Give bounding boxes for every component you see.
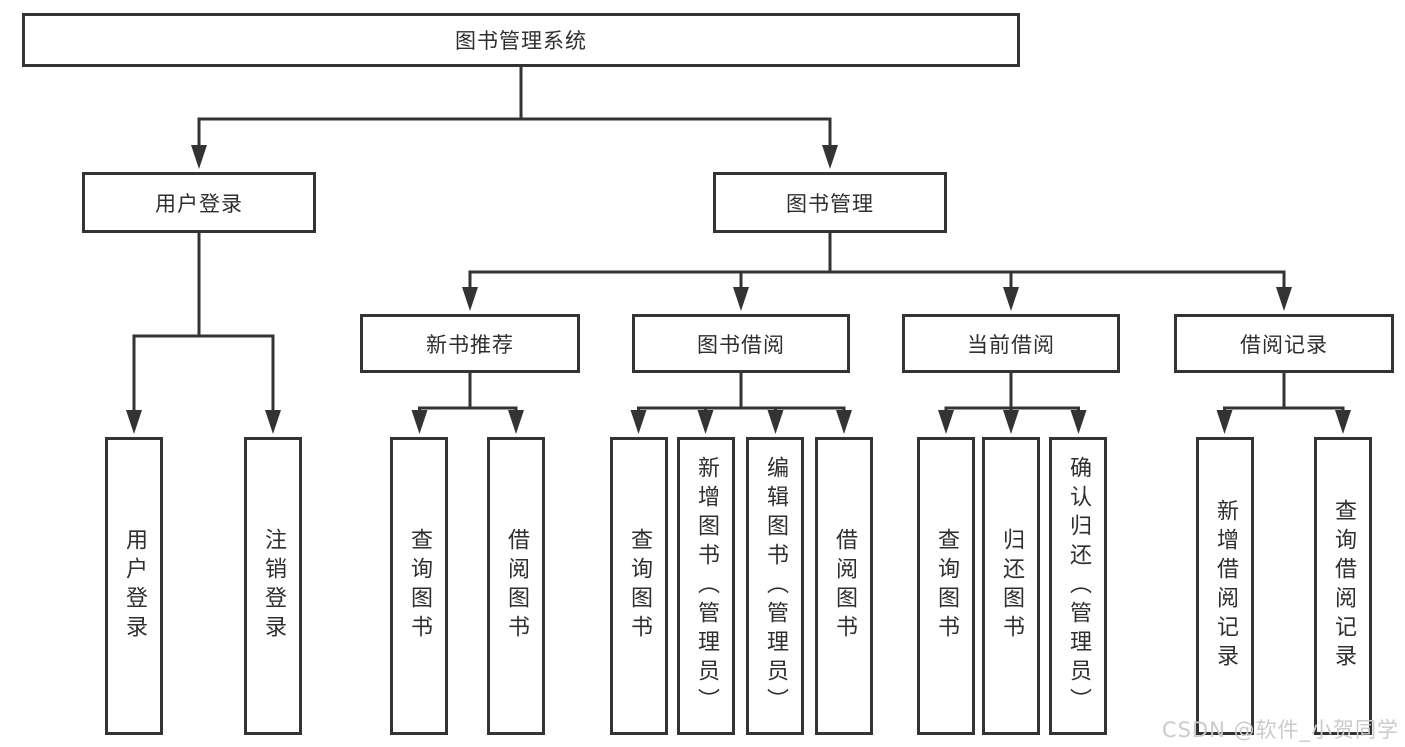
leaf-logout: 注销登录 (244, 437, 302, 735)
arrow-icon (1276, 287, 1292, 311)
arrow-icon (508, 410, 524, 434)
connector-book-borrow-to-leaves (637, 373, 846, 417)
connector-borrow-record-to-leaves (1223, 373, 1345, 417)
arrow-icon (697, 410, 714, 434)
leaf-borrow-books: 借阅图书 (815, 437, 873, 735)
leaf-label: 注销登录 (261, 528, 286, 644)
connector-user-login-to-leaves (132, 233, 275, 417)
leaf-label: 新增借阅记录 (1213, 499, 1238, 673)
leaf-confirm-return-admin: 确认归还（管理员） (1049, 437, 1107, 735)
arrow-icon (462, 287, 478, 311)
leaf-borrow-books-recommend: 借阅图书 (487, 437, 545, 735)
arrow-icon (126, 410, 142, 434)
leaf-edit-books-admin: 编辑图书（管理员） (746, 437, 804, 735)
connector-new-book-to-leaves (418, 373, 518, 417)
arrow-icon (733, 287, 749, 311)
node-root-library-system: 图书管理系统 (22, 13, 1020, 67)
leaf-label: 确认归还（管理员） (1066, 455, 1091, 717)
leaf-label: 新增图书（管理员） (694, 455, 719, 717)
arrow-icon (1335, 410, 1351, 434)
node-user-login: 用户登录 (82, 172, 316, 233)
node-book-borrow: 图书借阅 (632, 314, 850, 373)
arrow-icon (1003, 410, 1019, 434)
leaf-label: 用户登录 (122, 528, 147, 644)
arrow-icon (938, 410, 954, 434)
leaf-query-books-borrow: 查询图书 (610, 437, 668, 735)
connector-root-to-level2 (197, 66, 832, 152)
leaf-label: 编辑图书（管理员） (763, 455, 788, 717)
leaf-label: 借阅图书 (504, 528, 529, 644)
arrow-icon (1003, 287, 1019, 311)
leaf-add-borrow-record: 新增借阅记录 (1196, 437, 1254, 735)
leaf-label: 查询图书 (627, 528, 652, 644)
leaf-query-books-current: 查询图书 (917, 437, 975, 735)
arrow-icon (191, 145, 207, 169)
leaf-label: 查询借阅记录 (1331, 499, 1356, 673)
leaf-user-login: 用户登录 (105, 437, 163, 735)
leaf-label: 查询图书 (407, 528, 432, 644)
leaf-query-borrow-record: 查询借阅记录 (1314, 437, 1372, 735)
arrow-icon (411, 410, 428, 434)
node-current-borrow: 当前借阅 (902, 314, 1120, 373)
arrow-icon (767, 410, 784, 434)
connector-book-mgmt-to-level3 (468, 233, 1286, 294)
node-book-management: 图书管理 (713, 172, 947, 233)
leaf-label: 查询图书 (934, 528, 959, 644)
leaf-label: 借阅图书 (832, 528, 857, 644)
arrow-icon (836, 410, 852, 434)
node-borrow-records: 借阅记录 (1174, 314, 1394, 373)
arrow-icon (1216, 410, 1233, 434)
arrow-icon (265, 410, 281, 434)
arrowheads (126, 145, 1351, 434)
arrow-icon (822, 145, 838, 169)
arrow-icon (1070, 410, 1087, 434)
leaf-query-books-recommend: 查询图书 (390, 437, 448, 735)
arrow-icon (630, 410, 647, 434)
leaf-label: 归还图书 (999, 528, 1024, 644)
leaf-add-books-admin: 新增图书（管理员） (677, 437, 735, 735)
leaf-return-books: 归还图书 (982, 437, 1040, 735)
node-new-book-recommend: 新书推荐 (360, 314, 580, 373)
csdn-watermark: CSDN @软件_小贺同学 (1161, 718, 1399, 742)
